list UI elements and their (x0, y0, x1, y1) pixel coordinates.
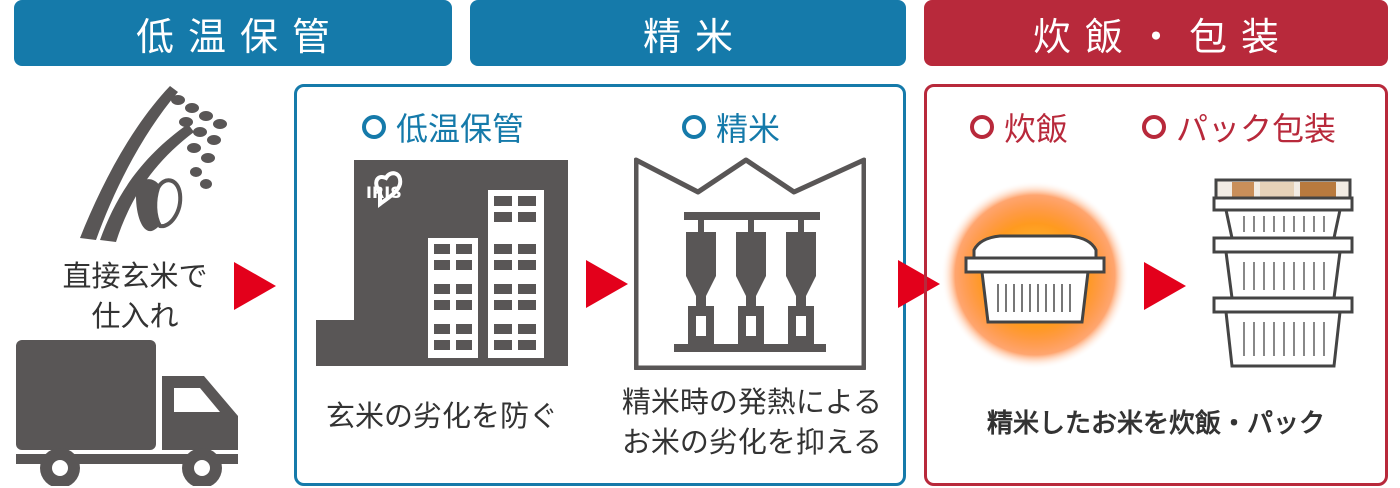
warehouse-icon: IRIS (316, 160, 568, 366)
circle-marker-icon (362, 115, 386, 139)
factory-icon (634, 157, 866, 370)
storage-caption: 玄米の劣化を防ぐ (325, 399, 558, 433)
header-milling: 精米 (470, 0, 906, 66)
milling-caption: 精米時の発熱による お米の劣化を抑える (621, 385, 883, 459)
rice-tray-icon (941, 181, 1129, 369)
truck-icon (16, 340, 238, 486)
process-frame-red (924, 84, 1388, 486)
header-cooking: 炊飯・包装 (924, 0, 1388, 66)
arrow-right-icon (234, 262, 276, 310)
header-milling-label: 精米 (642, 14, 747, 59)
arrow-right-icon (898, 260, 940, 308)
header-storage: 低温保管 (14, 0, 452, 66)
step-cooking-title: 炊飯 (970, 104, 1068, 150)
header-cooking-label: 炊飯・包装 (1032, 14, 1293, 59)
rice-plant-icon (80, 86, 227, 242)
step-storage-title: 低温保管 (362, 104, 524, 150)
step-storage-label: 低温保管 (396, 110, 525, 148)
circle-marker-icon (970, 115, 994, 139)
step-packing-title: パック包装 (1142, 104, 1336, 150)
stacked-packs-icon (1212, 178, 1354, 368)
arrow-right-icon (1144, 262, 1186, 310)
step-cooking-label: 炊飯 (1004, 110, 1069, 148)
arrow-right-icon (586, 260, 628, 308)
header-storage-label: 低温保管 (135, 14, 344, 59)
circle-marker-icon (682, 115, 706, 139)
circle-marker-icon (1142, 115, 1166, 139)
cooking-caption: 精米したお米を炊飯・パック (986, 409, 1325, 439)
purchase-caption: 直接玄米で 仕入れ (62, 259, 208, 333)
step-milling-title: 精米 (682, 104, 780, 150)
iris-logo: IRIS (366, 183, 402, 202)
step-packing-label: パック包装 (1176, 110, 1337, 148)
step-milling-label: 精米 (716, 110, 781, 148)
